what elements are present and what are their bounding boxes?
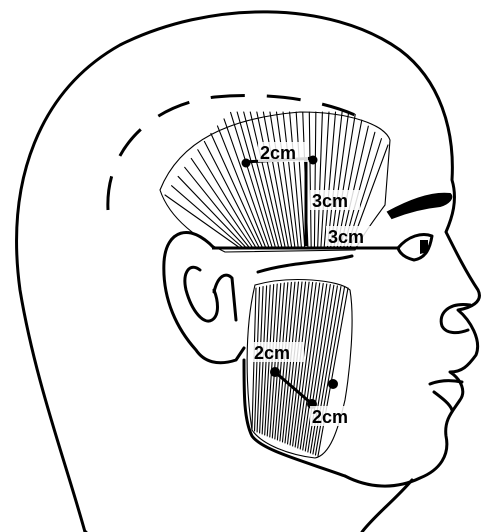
temporal-fiber <box>309 112 311 248</box>
label-temporal-height: 3cm <box>312 191 348 211</box>
temporal-fiber <box>178 176 246 248</box>
temporal-fiber <box>191 158 253 248</box>
label-temporal-width: 2cm <box>260 143 296 163</box>
zygomatic-arch <box>258 256 352 272</box>
masseter-muscle <box>247 280 352 458</box>
temporal-fiber <box>185 167 250 248</box>
eye-pupil <box>420 240 428 254</box>
lower-lip <box>434 392 452 410</box>
label-masseter-upper: 2cm <box>254 343 290 363</box>
temporal-fiber <box>314 112 315 248</box>
eyebrow <box>388 194 451 218</box>
ear-inner <box>185 267 218 321</box>
temporal-point-right <box>309 156 318 165</box>
label-masseter-lower: 2cm <box>312 407 348 427</box>
temporal-fiber <box>263 112 288 248</box>
temporal-fiber <box>237 112 275 248</box>
label-reference-line: 3cm <box>328 227 364 247</box>
head-outline <box>17 12 480 532</box>
masseter-point-right <box>328 379 338 389</box>
neck-front-outline <box>362 480 412 532</box>
temporal-point-left <box>242 159 251 168</box>
mouth-line <box>430 381 462 384</box>
